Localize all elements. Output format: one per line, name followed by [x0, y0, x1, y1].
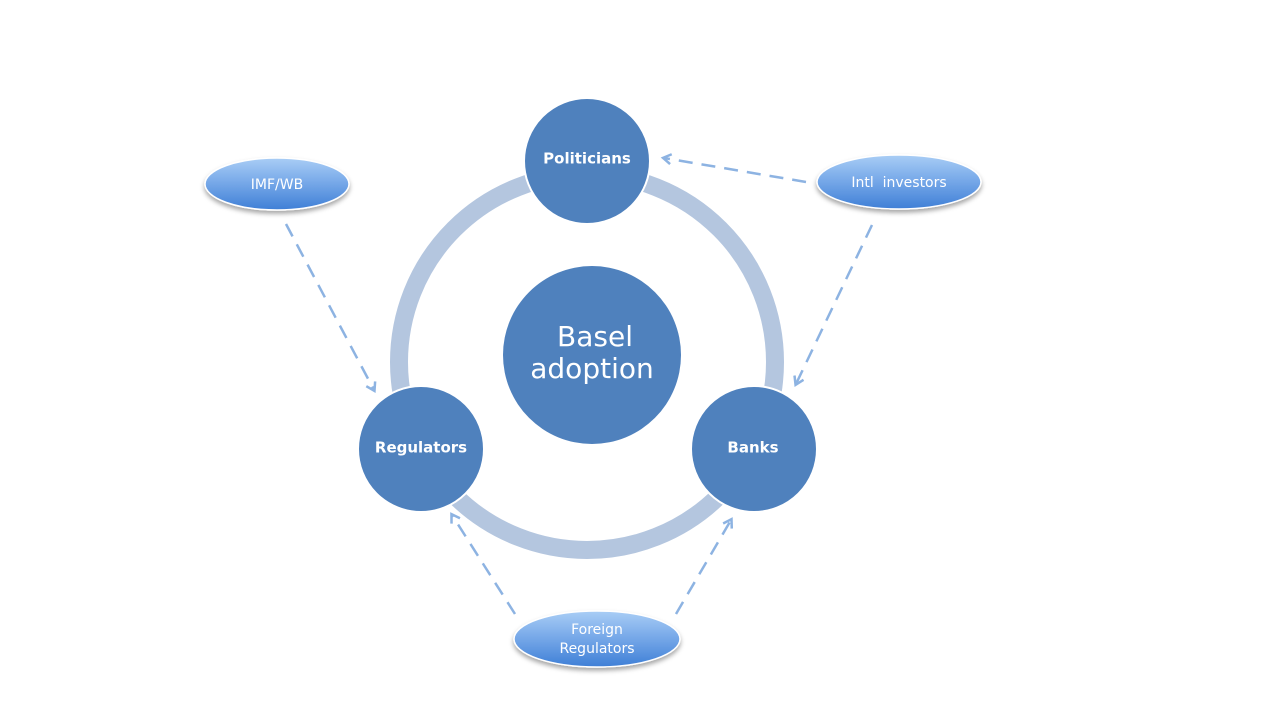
intl-investors-label: Intl investors: [851, 175, 946, 191]
external-intl-investors: Intl investors: [816, 154, 982, 210]
external-imf-wb: IMF/WB: [204, 157, 350, 211]
center-label-line2: adoption: [530, 352, 653, 385]
arrow-investors-to-politicians: [664, 158, 807, 184]
foreign-regulators-label-line2: Regulators: [559, 641, 634, 657]
imf-wb-label: IMF/WB: [251, 177, 303, 193]
arrow-imf-to-regulators: [284, 223, 374, 390]
foreign-regulators-label-line1: Foreign: [571, 622, 623, 638]
node-politicians: Politicians: [523, 97, 651, 225]
external-foreign-regulators: Foreign Regulators: [513, 610, 681, 668]
arrow-investors-to-banks: [796, 224, 874, 384]
center-node: Basel adoption: [503, 266, 681, 444]
arrow-foreign-to-regulators: [452, 515, 517, 615]
arrow-foreign-to-banks: [674, 520, 731, 615]
node-regulators: Regulators: [357, 385, 485, 513]
politicians-label: Politicians: [543, 150, 631, 168]
regulators-label: Regulators: [375, 439, 467, 457]
banks-label: Banks: [727, 439, 778, 457]
center-label-line1: Basel: [557, 320, 633, 353]
node-banks: Banks: [690, 385, 818, 513]
